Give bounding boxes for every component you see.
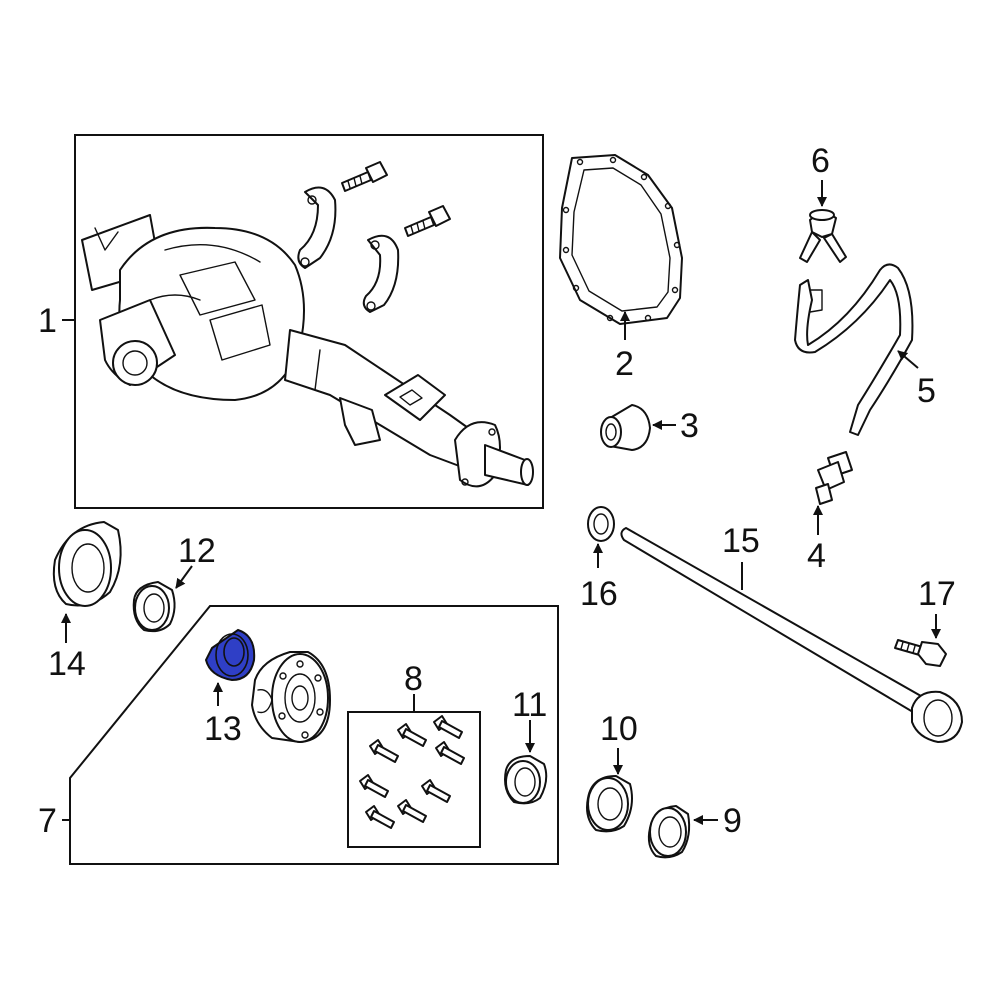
bearing-cap-right[interactable] bbox=[362, 234, 400, 313]
axle-housing-frame bbox=[74, 134, 544, 509]
axle-shaft[interactable] bbox=[620, 527, 963, 743]
hub-seal-highlighted[interactable] bbox=[204, 628, 256, 682]
hose-clamp[interactable] bbox=[799, 209, 847, 263]
callout-13: 13 bbox=[204, 710, 242, 748]
callout-1: 1 bbox=[38, 302, 57, 340]
inner-seal[interactable] bbox=[647, 805, 691, 859]
bearing-cap-bolt-upper[interactable] bbox=[341, 161, 388, 192]
axle-housing[interactable] bbox=[81, 214, 534, 488]
vent-hose[interactable] bbox=[794, 263, 914, 436]
callout-7: 7 bbox=[38, 802, 57, 840]
bearing-cap-left[interactable] bbox=[297, 186, 337, 269]
callout-3: 3 bbox=[680, 407, 699, 445]
bearing-cap-bolt-lower[interactable] bbox=[404, 205, 451, 237]
wheel-stud-set[interactable] bbox=[359, 715, 465, 829]
callout-5: 5 bbox=[917, 372, 936, 410]
callout-11: 11 bbox=[512, 686, 547, 724]
callout-9: 9 bbox=[723, 802, 742, 840]
callout-16: 16 bbox=[580, 575, 618, 613]
callout-6: 6 bbox=[811, 142, 830, 180]
bushing[interactable] bbox=[600, 404, 651, 451]
cover-gasket[interactable] bbox=[559, 154, 683, 325]
callout-10: 10 bbox=[600, 710, 638, 748]
hub-bearing-cup[interactable] bbox=[504, 755, 548, 805]
callout-17: 17 bbox=[918, 575, 956, 613]
wheel-hub[interactable] bbox=[251, 651, 331, 743]
callout-12: 12 bbox=[178, 532, 216, 570]
outer-seal[interactable] bbox=[52, 521, 122, 607]
outer-bearing[interactable] bbox=[132, 581, 176, 633]
callout-4: 4 bbox=[807, 537, 826, 575]
inner-bearing[interactable] bbox=[586, 775, 633, 833]
axle-bolt[interactable] bbox=[894, 639, 947, 667]
shim-washer[interactable] bbox=[587, 506, 615, 542]
vent-fitting[interactable] bbox=[815, 451, 853, 505]
callout-2: 2 bbox=[615, 345, 634, 383]
hub-assembly-frame bbox=[69, 605, 559, 865]
callout-14: 14 bbox=[48, 645, 86, 683]
callout-15: 15 bbox=[722, 522, 760, 560]
callout-8: 8 bbox=[404, 660, 423, 698]
